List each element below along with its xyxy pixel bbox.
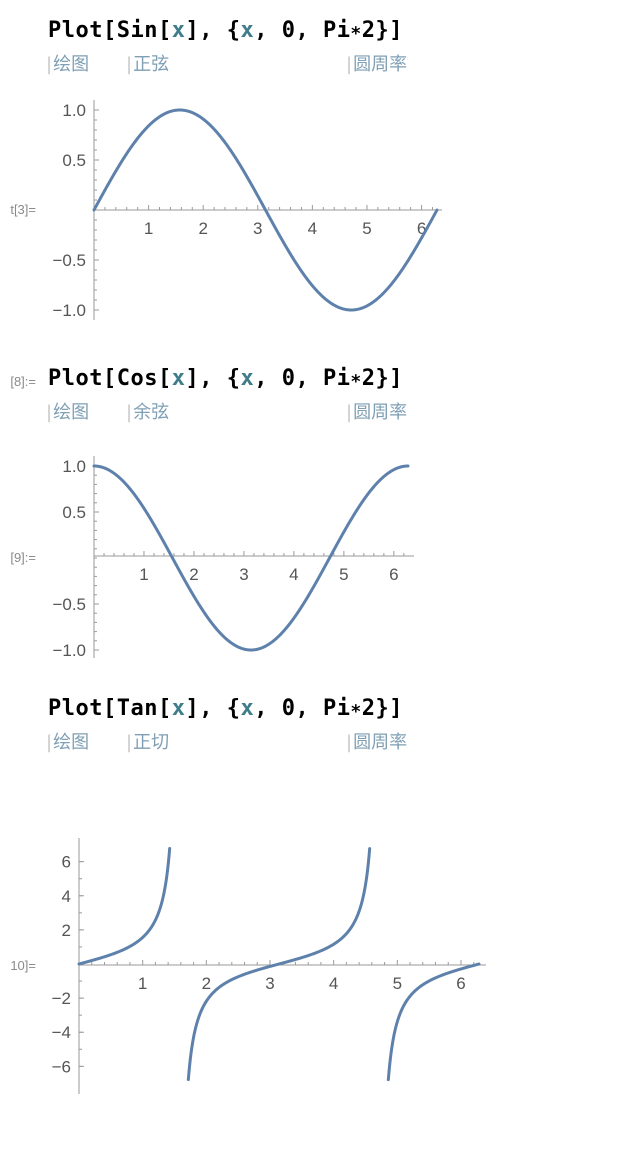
y-tick-label: −4 [52,1023,71,1042]
y-tick-label: 2 [62,921,71,940]
variable-token: x [240,18,255,43]
x-tick-label: 6 [417,219,426,238]
code-token: [ [157,18,172,43]
code-token: [ [157,366,172,391]
code-token: Pi [322,18,351,43]
code-token: ], { [185,18,241,43]
code-token: ], { [185,366,241,391]
x-tick-label: 5 [339,565,348,584]
x-tick-label: 6 [389,565,398,584]
code-token: 2}] [361,696,404,721]
variable-token: x [240,366,255,391]
x-tick-label: 3 [253,219,262,238]
x-tick-label: 5 [393,974,402,993]
function-name: Sin [116,18,158,43]
variable-token: x [171,366,186,391]
code-token: Pi [322,366,351,391]
code-token: Plot[ [48,696,117,721]
x-tick-label: 4 [308,219,317,238]
function-name: Cos [116,366,158,391]
hint-plot[interactable]: |绘图 [46,402,90,423]
output-label: t[3]= [10,202,36,217]
code-token: , 0, [254,696,323,721]
x-tick-label: 2 [202,974,211,993]
y-tick-label: 4 [62,887,71,906]
y-tick-label: −1.0 [52,641,86,660]
code-token: , 0, [254,366,323,391]
input-label: [8]:= [10,374,36,389]
variable-token: x [171,696,186,721]
code-token: Plot[ [48,366,117,391]
variable-token: x [240,696,255,721]
x-tick-label: 1 [144,219,153,238]
output-label: [9]:= [10,550,36,565]
code-token: 2}] [361,366,404,391]
hint-function[interactable]: |正弦 [126,54,170,75]
y-tick-label: 0.5 [62,503,86,522]
code-token: ∗ [350,368,362,389]
hint-plot[interactable]: |绘图 [46,54,90,75]
x-tick-label: 1 [138,974,147,993]
x-tick-label: 6 [456,974,465,993]
code-token: ], { [185,696,241,721]
hint-pi[interactable]: |圆周率 [346,402,408,423]
hint-pi[interactable]: |圆周率 [346,732,408,753]
input-line-sin[interactable]: Plot[Sin[x], {x, 0, Pi∗2}] [48,18,403,43]
code-token: , 0, [254,18,323,43]
x-tick-label: 2 [189,565,198,584]
y-tick-label: −1.0 [52,301,86,320]
code-token: ∗ [350,698,362,719]
y-tick-label: −6 [52,1057,71,1076]
function-name: Tan [116,696,158,721]
series-line [92,464,410,652]
code-token: 2}] [361,18,404,43]
output-label: 10]= [10,958,36,973]
y-tick-label: 1.0 [62,457,86,476]
y-tick-label: 1.0 [62,101,86,120]
y-tick-label: 6 [62,853,71,872]
y-tick-label: −2 [52,989,71,1008]
x-tick-label: 5 [362,219,371,238]
input-line-cos[interactable]: Plot[Cos[x], {x, 0, Pi∗2}] [48,366,403,391]
hint-plot[interactable]: |绘图 [46,732,90,753]
hint-function[interactable]: |正切 [126,732,170,753]
x-tick-label: 4 [289,565,298,584]
code-token: Pi [322,696,351,721]
code-token: Plot[ [48,18,117,43]
hint-pi[interactable]: |圆周率 [346,54,408,75]
hint-function[interactable]: |余弦 [126,402,170,423]
y-tick-label: −0.5 [52,595,86,614]
x-tick-label: 3 [239,565,248,584]
y-tick-label: 0.5 [62,151,86,170]
variable-token: x [171,18,186,43]
x-tick-label: 2 [198,219,207,238]
x-tick-label: 1 [139,565,148,584]
y-tick-label: −0.5 [52,251,86,270]
series-line [92,108,439,312]
code-token: [ [157,696,172,721]
input-line-tan[interactable]: Plot[Tan[x], {x, 0, Pi∗2}] [48,696,403,721]
x-tick-label: 4 [329,974,338,993]
x-tick-label: 3 [265,974,274,993]
series-line [77,847,481,1082]
code-token: ∗ [350,20,362,41]
